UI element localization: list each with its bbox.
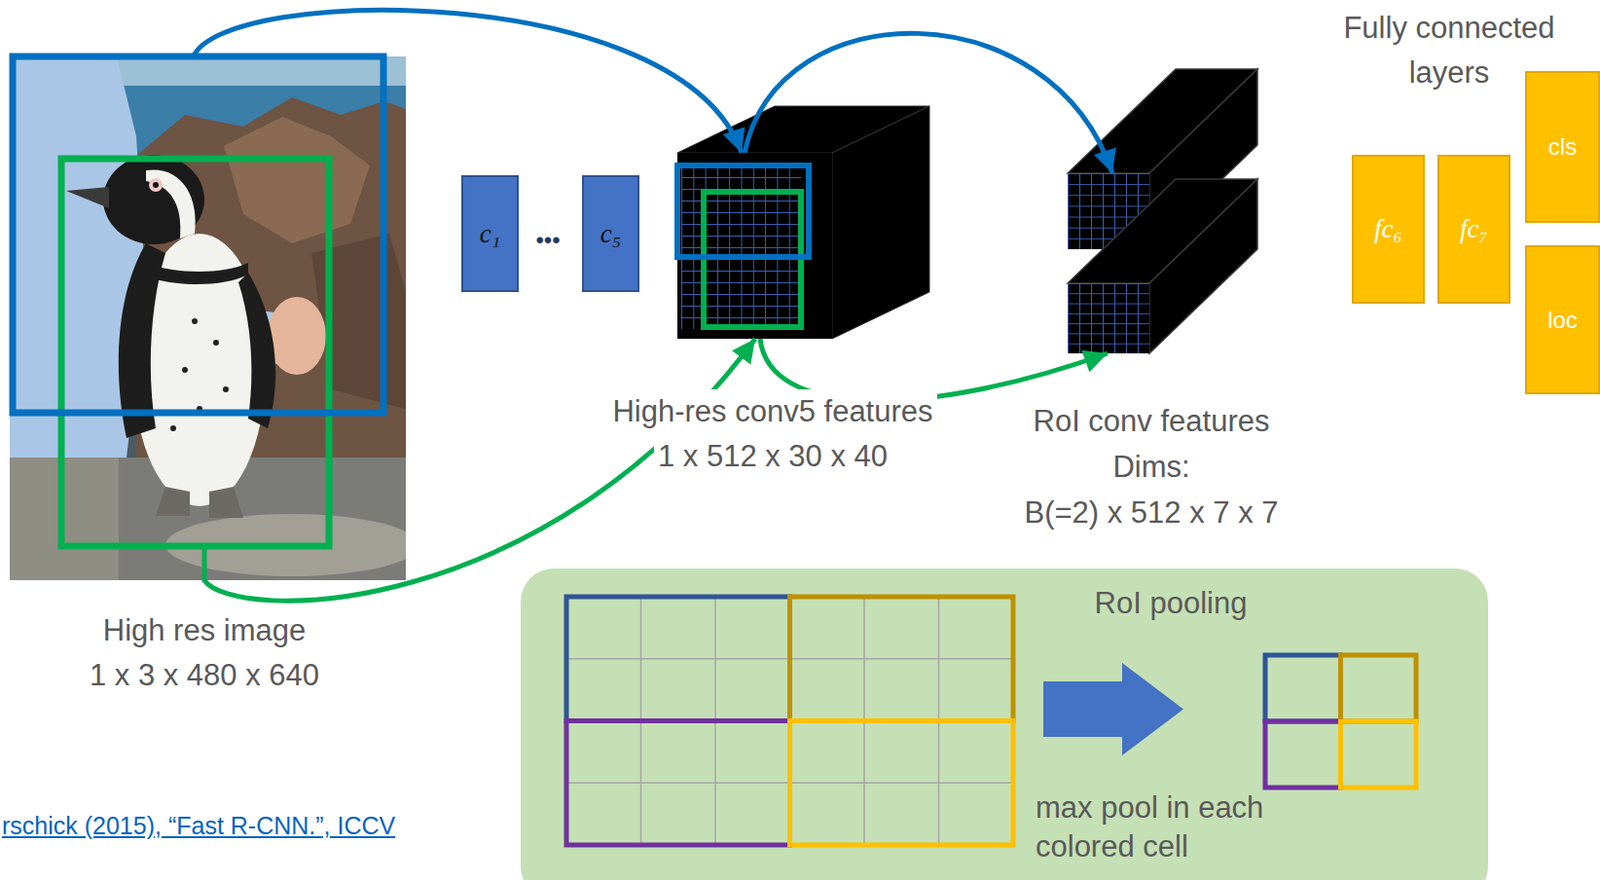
caption-text: Dims: — [1108, 443, 1194, 490]
arrowhead — [1093, 146, 1117, 174]
layer-name: fc₆ — [1374, 214, 1403, 245]
arrowhead — [731, 338, 756, 364]
ellipsis-mark: ••• — [518, 221, 578, 259]
arrowhead — [1081, 350, 1108, 373]
caption-text: High res image — [99, 608, 310, 654]
layer-name: c₅ — [600, 218, 621, 250]
caption-line: High res image — [9, 608, 400, 654]
caption-line: High-res conv5 features — [529, 389, 1017, 435]
conv-layer-box: c₁ — [461, 175, 519, 292]
roi-feature-prisms — [1067, 69, 1258, 354]
panel-text: RoI pooling — [1073, 581, 1269, 626]
connector-arrow — [744, 33, 1117, 174]
image-region: High res image1 x 3 x 480 x 640 — [9, 56, 406, 581]
caption-line: 1 x 512 x 30 x 40 — [529, 434, 1017, 479]
roi-box-blue — [12, 56, 384, 413]
caption-text: 1 x 3 x 480 x 640 — [85, 653, 324, 698]
caption-line: B(=2) x 512 x 7 x 7 — [908, 489, 1395, 536]
caption-text: 1 x 512 x 30 x 40 — [654, 434, 892, 479]
connector-line — [193, 9, 742, 153]
group-heading: Fully connected layers — [1303, 5, 1596, 96]
pooling-illustration — [520, 568, 1489, 880]
penguin-photo — [9, 56, 406, 581]
fc-layer-box: fc₆ — [1351, 154, 1425, 304]
caption-line: RoI conv features — [908, 398, 1395, 444]
feature-map: High-res conv5 features1 x 512 x 30 x 40 — [677, 152, 833, 339]
fc-layer-box: fc₇ — [1437, 154, 1511, 304]
conv-layer-box: c₅ — [581, 175, 640, 292]
arrow-stub — [202, 545, 208, 582]
output-box: cls — [1525, 71, 1600, 223]
connector-line — [744, 33, 1113, 174]
roi-box-green — [61, 158, 329, 546]
citation-link: rschick (2015), “Fast R-CNN.”, ICCV — [1, 809, 509, 841]
layer-name: c₁ — [479, 218, 501, 250]
arrowhead — [723, 126, 746, 153]
output-box: loc — [1525, 245, 1600, 395]
feature-cube — [677, 106, 930, 339]
caption-text: High-res conv5 features — [608, 389, 937, 435]
caption-block: RoI conv featuresDims:B(=2) x 512 x 7 x … — [908, 398, 1395, 536]
roi-pooling-panel: RoI pooling max pool in each colored cell — [520, 568, 1489, 880]
output-name: loc — [1547, 306, 1578, 334]
connector-arrow — [193, 9, 746, 153]
output-name: cls — [1548, 133, 1577, 161]
panel-text: max pool in each colored cell — [1035, 788, 1299, 867]
caption-line: Dims: — [908, 443, 1395, 490]
caption-block: High res image1 x 3 x 480 x 640 — [9, 608, 400, 698]
caption-line: 1 x 3 x 480 x 640 — [9, 653, 400, 698]
layer-name: fc₇ — [1459, 214, 1489, 245]
caption-text: B(=2) x 512 x 7 x 7 — [1019, 489, 1282, 536]
caption-block: High-res conv5 features1 x 512 x 30 x 40 — [529, 389, 1017, 479]
roi-features: RoI conv featuresDims:B(=2) x 512 x 7 x … — [1067, 173, 1150, 354]
caption-text: RoI conv features — [1029, 398, 1274, 444]
